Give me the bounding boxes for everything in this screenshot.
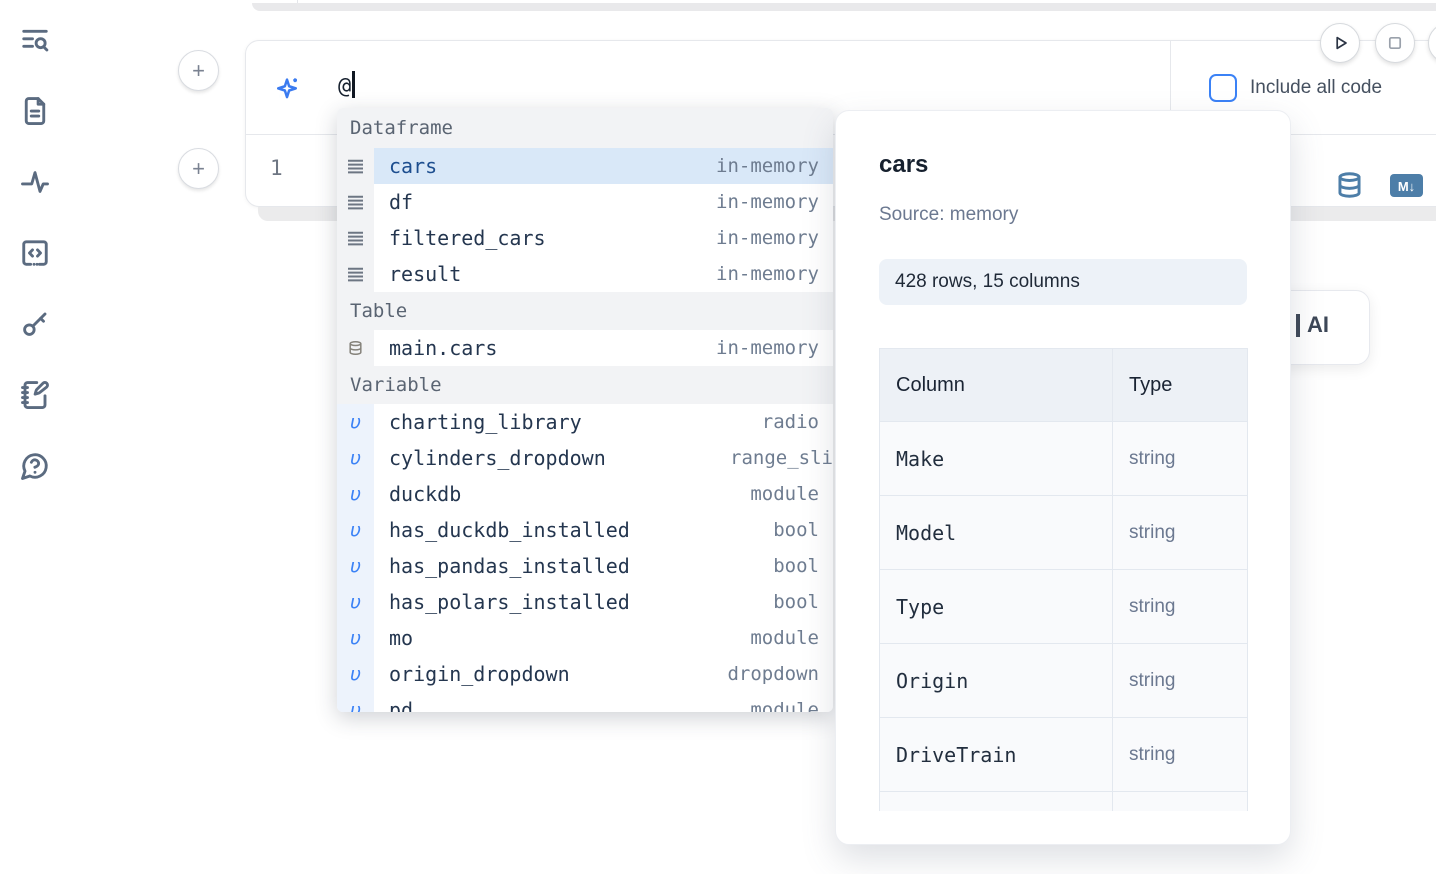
- file-document-icon: [24, 97, 46, 125]
- section-label: Dataframe: [350, 117, 453, 139]
- section-header-table: Table: [337, 292, 833, 330]
- previous-cell-bottom-strip: [252, 3, 1436, 11]
- variable-icon: υ: [337, 584, 374, 620]
- sidebar-item-snippets[interactable]: [18, 236, 52, 270]
- section-header-dataframe: Dataframe: [337, 108, 833, 148]
- variable-icon: υ: [337, 512, 374, 548]
- table-row: Model string: [879, 495, 1248, 570]
- variable-icon: υ: [337, 548, 374, 584]
- variable-icon: υ: [337, 440, 374, 476]
- sidebar-item-activity[interactable]: [18, 165, 52, 199]
- column-header: Column: [879, 348, 1113, 422]
- rows-icon: [337, 256, 374, 292]
- preview-shape-badge: 428 rows, 15 columns: [879, 259, 1247, 305]
- variable-icon: υ: [337, 476, 374, 512]
- rows-icon: [337, 148, 374, 184]
- plus-icon: +: [192, 155, 205, 181]
- include-all-code-checkbox[interactable]: [1209, 73, 1237, 102]
- include-all-code-label: Include all code: [1250, 76, 1383, 98]
- text-cursor: [352, 71, 355, 98]
- table-row: Type string: [879, 569, 1248, 644]
- stop-icon: [1388, 36, 1402, 50]
- add-cell-below-button[interactable]: +: [178, 148, 219, 189]
- add-cell-above-button[interactable]: +: [178, 50, 219, 91]
- include-all-code-zone: Include all code: [1170, 41, 1436, 134]
- code-editor-row[interactable]: 1 M↓: [246, 135, 1436, 208]
- sidebar-item-help[interactable]: [18, 449, 52, 483]
- previous-cell-divider: [297, 0, 298, 4]
- table-header-row: Column Type: [879, 348, 1248, 422]
- preview-schema-table-wrap: Column Type Make string Model string Typ…: [879, 348, 1248, 811]
- preview-title: cars: [879, 151, 929, 178]
- run-cell-button[interactable]: [1320, 23, 1360, 63]
- prompt-text: @: [338, 74, 352, 99]
- preview-schema-table: Column Type Make string Model string Typ…: [879, 348, 1248, 811]
- database-icon: [1338, 172, 1361, 198]
- rows-icon: [337, 220, 374, 256]
- activity-icon: [21, 171, 49, 193]
- ai-card-label: AI: [1307, 312, 1329, 337]
- sidebar: [18, 23, 54, 483]
- variable-icon: υ: [337, 692, 374, 712]
- preview-source: Source: memory: [879, 204, 1019, 225]
- sidebar-item-secrets[interactable]: [18, 307, 52, 341]
- rows-icon: [337, 184, 374, 220]
- table-row: Make string: [879, 421, 1248, 496]
- convert-to-markdown-button[interactable]: M↓: [1390, 174, 1423, 197]
- section-header-variable: Variable: [337, 366, 833, 404]
- database-icon: [337, 330, 374, 366]
- sidebar-item-scratchpad[interactable]: [18, 378, 52, 412]
- ai-prompt-input[interactable]: @: [338, 71, 355, 99]
- list-search-icon: [22, 29, 49, 52]
- code-snippet-icon: [22, 240, 48, 266]
- key-icon: [23, 312, 47, 336]
- section-label: Table: [350, 300, 408, 322]
- plus-icon: +: [192, 57, 205, 83]
- scratchpad-icon: [21, 381, 49, 409]
- section-label: Variable: [350, 374, 442, 396]
- variable-icon: υ: [337, 620, 374, 656]
- dataframe-preview-popover: cars Source: memory 428 rows, 15 columns…: [835, 110, 1291, 845]
- clipped-letter-stroke: [1296, 314, 1300, 337]
- type-header: Type: [1112, 348, 1248, 422]
- help-bubble-icon: [21, 453, 48, 480]
- line-number: 1: [270, 156, 283, 180]
- variable-icon: υ: [337, 656, 374, 692]
- table-row: DriveTrain string: [879, 717, 1248, 792]
- play-icon: [1336, 36, 1347, 50]
- sidebar-item-explore[interactable]: [18, 23, 52, 57]
- sparkles-icon: [272, 74, 302, 109]
- sidebar-item-documents[interactable]: [18, 94, 52, 128]
- convert-to-sql-button[interactable]: [1336, 171, 1363, 202]
- variable-icon: υ: [337, 404, 374, 440]
- table-row: Origin string: [879, 643, 1248, 718]
- stop-cell-button[interactable]: [1375, 23, 1415, 63]
- table-row-clipped: [879, 791, 1248, 811]
